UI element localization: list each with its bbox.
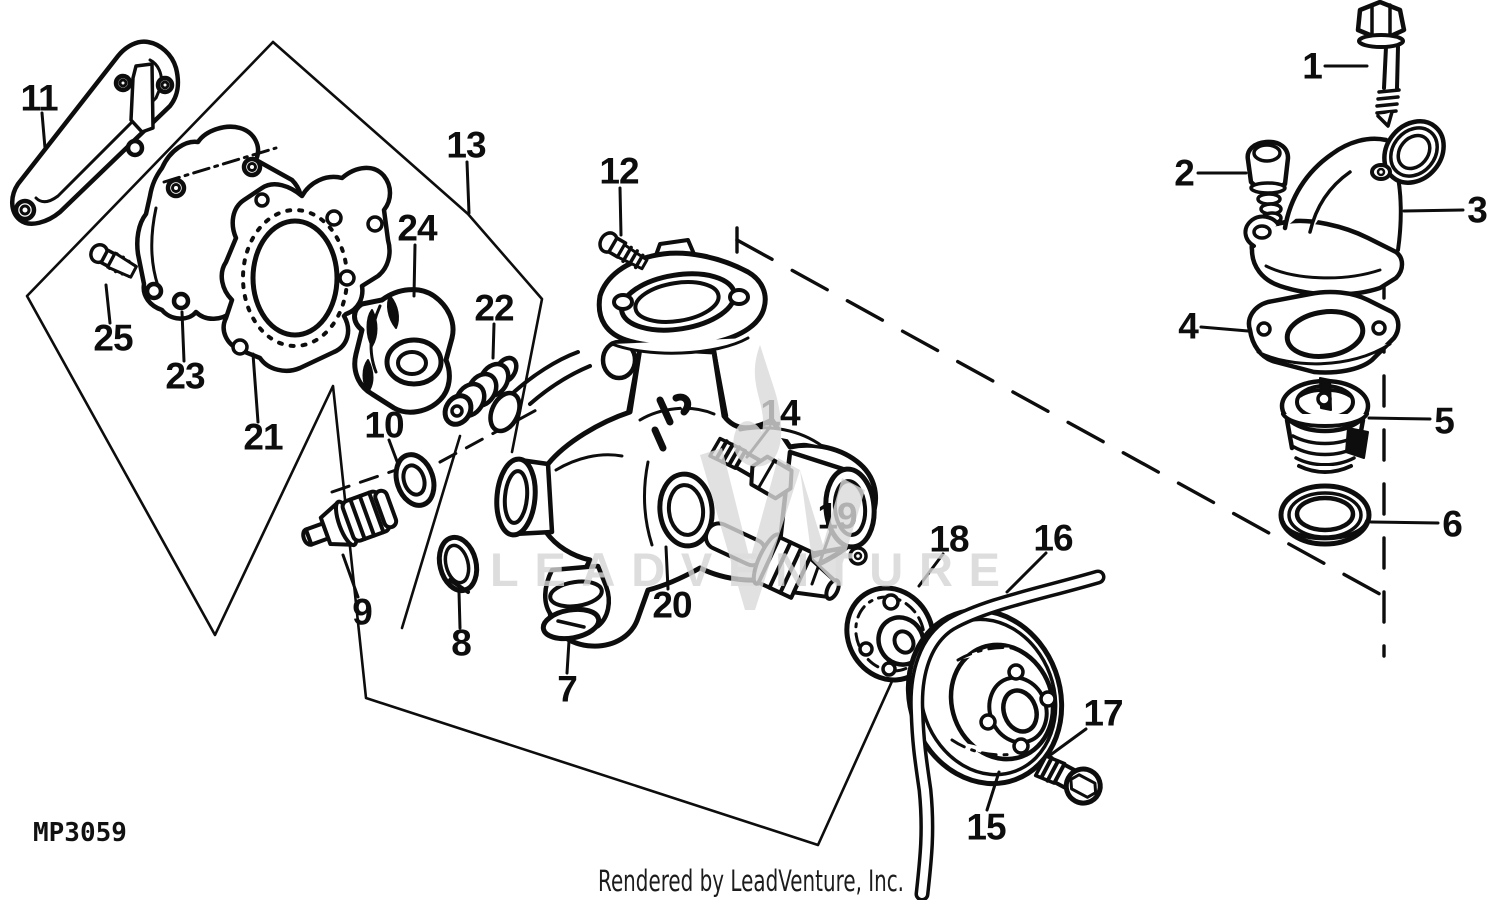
- callout-3-leader: [1402, 208, 1465, 213]
- callout-12-leader: [618, 186, 623, 237]
- part-5-thermostat: [1279, 377, 1371, 474]
- callout-10-label: 10: [364, 405, 404, 446]
- part-13-housing-flange: [596, 238, 768, 355]
- part-16-v-belt: [909, 569, 1106, 900]
- callout-layer: 1234567891011121314151617181920212223242…: [20, 46, 1488, 848]
- part-7-cap: [540, 606, 602, 642]
- callout-7-leader: [565, 639, 571, 675]
- callout-5-label: 5: [1434, 401, 1454, 442]
- part-12-bolt: [598, 231, 649, 271]
- callout-25-leader: [104, 283, 112, 325]
- callout-22-label: 22: [474, 288, 514, 329]
- callout-4-label: 4: [1178, 306, 1199, 347]
- callout-6-label: 6: [1442, 504, 1462, 545]
- callout-5-leader: [1367, 416, 1432, 421]
- callout-12-label: 12: [599, 151, 639, 192]
- callout-6-leader: [1369, 520, 1440, 525]
- callout-11-leader: [40, 111, 47, 150]
- callout-16-leader: [1005, 551, 1048, 594]
- callout-17-label: 17: [1083, 693, 1122, 734]
- callout-15-label: 15: [966, 807, 1006, 848]
- callout-22-leader: [491, 322, 496, 360]
- callout-23-leader: [180, 310, 186, 363]
- callout-15-leader: [985, 770, 1001, 812]
- callout-20-leader: [664, 545, 670, 591]
- part-9-temperature-sensor: [301, 488, 399, 548]
- callout-10-leader: [387, 438, 400, 466]
- part-6-seal-ring: [1278, 483, 1372, 547]
- callout-17-leader: [1047, 727, 1088, 758]
- part-10-seal: [393, 452, 437, 508]
- callout-4-leader: [1199, 325, 1250, 333]
- callout-8-leader: [457, 590, 462, 630]
- callout-18-label: 18: [929, 519, 969, 560]
- callout-20-label: 20: [652, 585, 692, 626]
- callout-21-leader: [251, 352, 260, 424]
- callout-11-label: 11: [20, 78, 58, 119]
- callout-1-label: 1: [1302, 46, 1322, 87]
- callout-21-label: 21: [243, 417, 283, 458]
- part-21-gasket: [219, 165, 393, 373]
- diagram-code: MP3059: [33, 818, 127, 848]
- callout-13-label: 13: [446, 125, 486, 166]
- part-25-bolt: [89, 243, 138, 279]
- callout-2-label: 2: [1174, 153, 1194, 194]
- callout-25-label: 25: [93, 318, 133, 359]
- callout-16-label: 16: [1033, 518, 1073, 559]
- part-3-thermostat-housing: [1243, 119, 1446, 297]
- part-17-bolt: [1033, 754, 1103, 806]
- callout-3-label: 3: [1467, 190, 1487, 231]
- leadventure-flame-logo: [700, 345, 865, 610]
- callout-9-label: 9: [352, 592, 372, 633]
- callout-18-leader: [917, 552, 945, 588]
- part-4-gasket: [1246, 289, 1401, 375]
- callout-23-label: 23: [165, 356, 205, 397]
- grouping-panel-lines: [25, 40, 900, 847]
- callout-9-leader: [341, 553, 360, 599]
- seal-axis-dashes: [330, 405, 544, 494]
- callout-8-label: 8: [451, 623, 471, 664]
- callout-24-leader: [412, 243, 417, 298]
- credit-text: Rendered by LeadVenture, Inc.: [598, 864, 904, 898]
- part-22-plug: [442, 355, 519, 427]
- part-24-impeller: [352, 287, 456, 415]
- part-1-bolt: [1355, 0, 1407, 128]
- callout-24-label: 24: [397, 208, 438, 249]
- callout-7-label: 7: [557, 669, 577, 710]
- part-11-bracket: [10, 39, 181, 226]
- watermark-text: LEADVENTURE: [490, 543, 1010, 596]
- callout-13-leader: [465, 160, 471, 215]
- part-15-pulley: [905, 607, 1065, 787]
- part-8-o-ring: [436, 534, 480, 594]
